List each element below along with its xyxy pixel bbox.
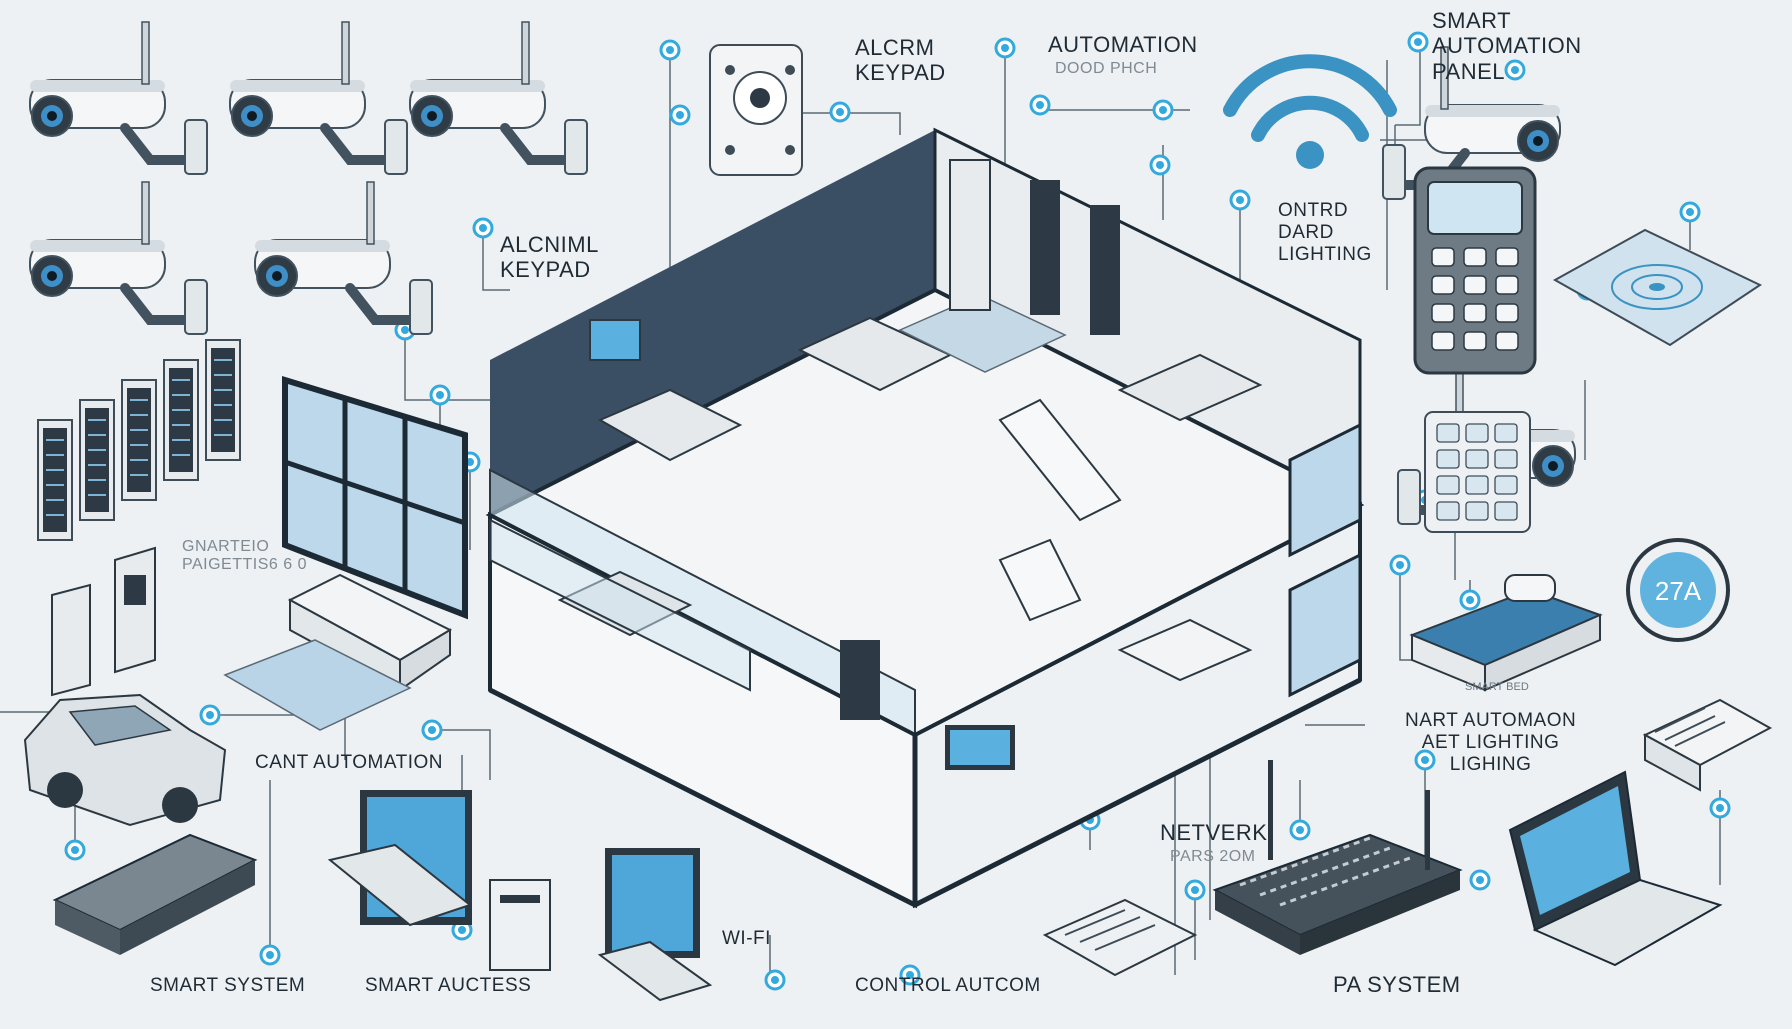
keypad-icon — [709, 44, 803, 176]
label-smart-system: SMART SYSTEM — [150, 975, 306, 996]
label-control-board-lighting: ONTRD DARD LIGHTING — [1278, 200, 1372, 265]
thermostat-value: 27A — [1655, 576, 1702, 606]
label-automation-top-sub: DOOD PHCH — [1055, 60, 1158, 77]
monitor-icon — [327, 790, 473, 927]
label-alarm-keypad-top: ALCRM KEYPAD — [855, 35, 946, 86]
label-control-autcom: CONTROL AUTCOM — [855, 975, 1041, 996]
label-pa-system: PA SYSTEM — [1333, 972, 1461, 997]
label-network: NETVERK — [1160, 820, 1268, 845]
laptop-icon — [1508, 770, 1723, 967]
keypad-panel-icon — [1424, 411, 1531, 533]
bed-tag: SMART BED — [1465, 681, 1529, 693]
label-alarm-keypad-left: ALCNIML KEYPAD — [500, 232, 599, 283]
label-smart-automation-panel: SMART AUTOMATION PANEL — [1432, 8, 1582, 84]
sensor-pad-icon — [1552, 228, 1763, 347]
switch-icon — [1642, 698, 1773, 792]
keyboard-icon — [1042, 898, 1198, 977]
label-cant-automation: CANT AUTOMATION — [255, 752, 444, 773]
label-automation-top: AUTOMATION — [1048, 32, 1198, 57]
alarm-keypad-icon — [1413, 166, 1537, 375]
monitor-icon — [597, 848, 713, 1002]
house-cutaway — [485, 127, 1365, 909]
car-icon — [23, 693, 227, 827]
server-rack-icon — [37, 339, 241, 541]
cctv-camera-icon — [230, 22, 407, 174]
cctv-camera-icon — [255, 182, 432, 334]
window-icon — [282, 375, 468, 620]
cctv-camera-icon — [30, 182, 207, 334]
thermostat-icon: 27A — [1626, 538, 1730, 642]
intercom-panel-icon — [51, 546, 156, 697]
label-wifi: WI-FI — [722, 928, 771, 949]
label-smart-automation-lighting: NART AUTOMAON AET LIGHTING LIGHING — [1405, 710, 1577, 775]
cctv-camera-icon — [30, 22, 207, 174]
label-network-sub: PARS 2OM — [1170, 848, 1256, 865]
computer-tower-icon — [489, 879, 551, 971]
rug-icon — [223, 639, 412, 731]
wifi-icon — [1223, 54, 1397, 169]
router-icon — [1212, 760, 1463, 955]
cctv-camera-icon — [410, 22, 587, 174]
label-smart-lighting-left: GNARTEIO PAIGETTIS6 6 0 — [182, 538, 307, 574]
bed-icon: SMART BED — [1409, 574, 1603, 693]
label-smart-auctess: SMART AUCTESS — [365, 975, 532, 996]
smart-hub-icon — [52, 833, 258, 955]
